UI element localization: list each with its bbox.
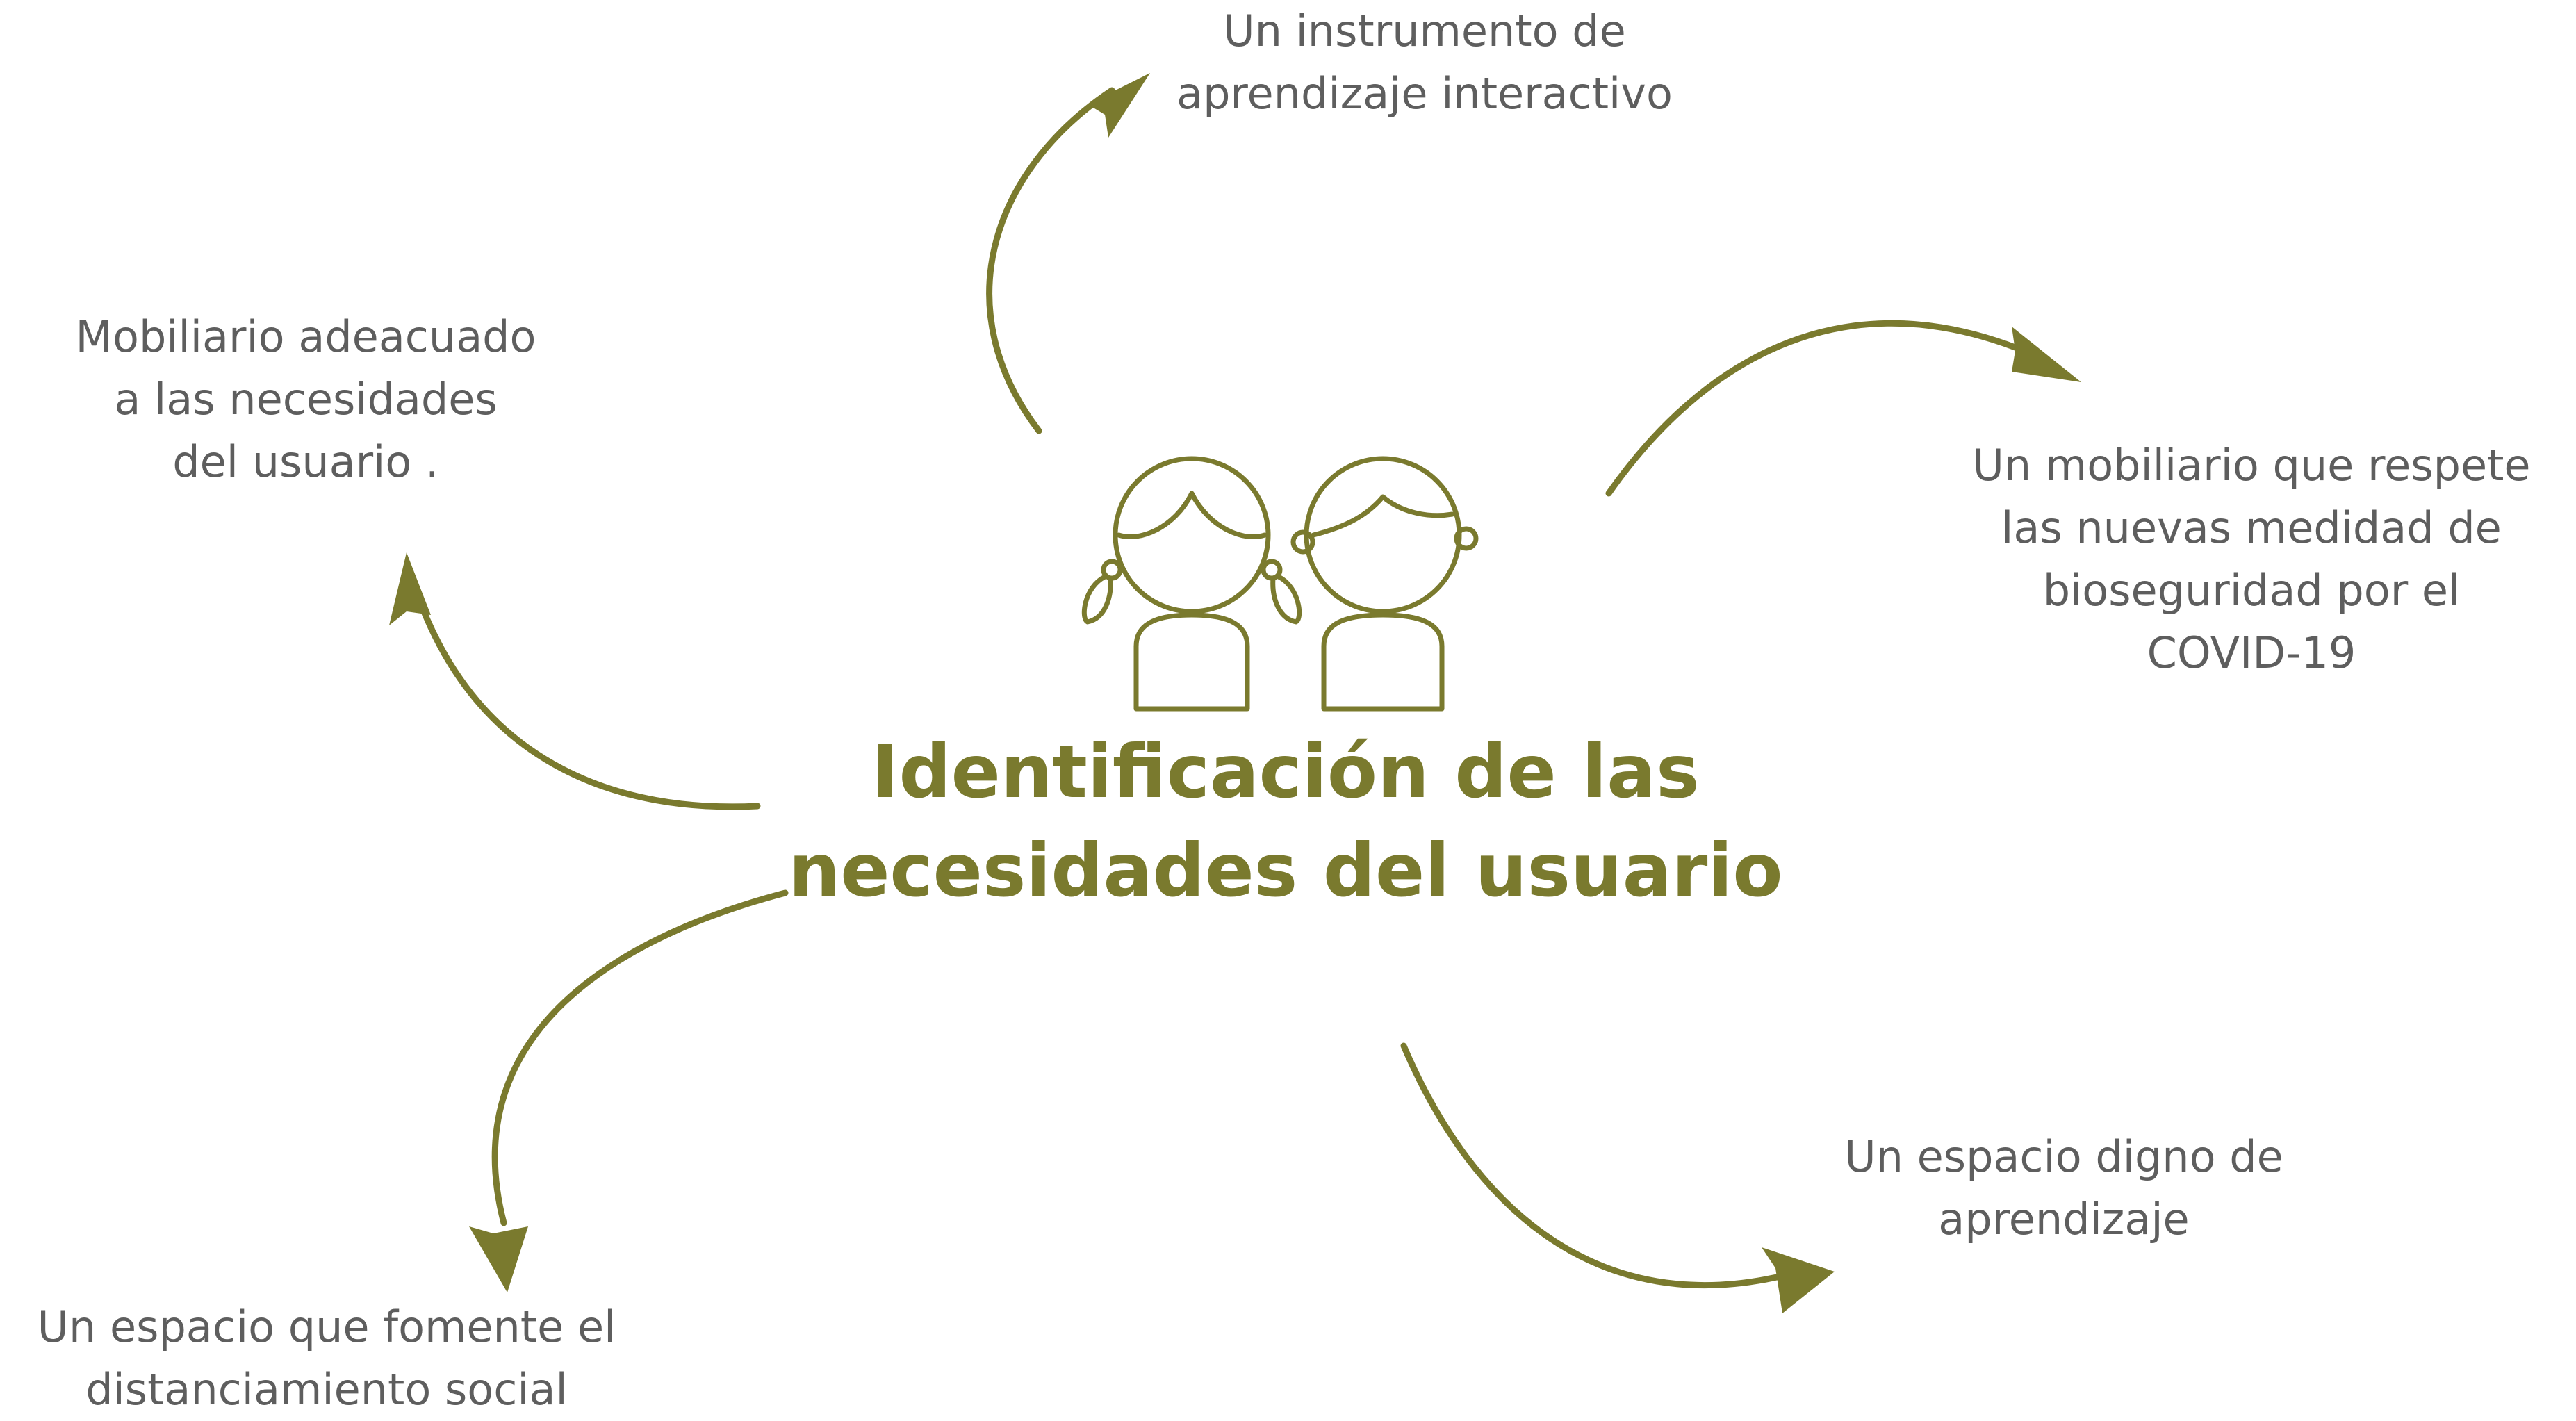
- node-text-line: aprendizaje: [1938, 1194, 2190, 1245]
- node-text-line: Un espacio digno de: [1844, 1131, 2283, 1182]
- node-bottom-right-label: Un espacio digno de aprendizaje: [1779, 1126, 2349, 1251]
- arrowhead-top: [1088, 73, 1150, 138]
- node-text-line: Un espacio que fomente el: [37, 1301, 616, 1352]
- node-text-line: del usuario .: [172, 436, 439, 487]
- boy-icon: [1290, 456, 1479, 712]
- node-text-line: bioseguridad por el: [2042, 565, 2461, 616]
- node-text-line: Mobiliario adeacuado: [75, 311, 536, 362]
- node-text-line: Un mobiliario que respete: [1972, 440, 2531, 491]
- node-left-label: Mobiliario adeacuado a las necesidades d…: [21, 306, 591, 493]
- center-title: Identificación de las necesidades del us…: [695, 723, 1876, 920]
- node-text-line: Un instrumento de: [1223, 6, 1626, 56]
- node-text-line: las nuevas medidad de: [2001, 502, 2502, 553]
- node-text-line: aprendizaje interactivo: [1176, 68, 1673, 119]
- node-text-line: COVID-19: [2147, 627, 2356, 678]
- node-top-label: Un instrumento de aprendizaje interactiv…: [1084, 0, 1765, 125]
- center-title-line: necesidades del usuario: [788, 828, 1783, 913]
- arrowhead-right: [2012, 327, 2081, 382]
- center-title-line: Identificación de las: [871, 730, 1700, 814]
- arrow-to-right: [1605, 320, 2036, 497]
- arrow-to-bottom-left: [491, 889, 789, 1226]
- node-text-line: distanciamiento social: [85, 1364, 568, 1415]
- arrowhead-bottom-left: [469, 1226, 528, 1292]
- arrow-to-top: [986, 87, 1115, 434]
- girl-icon: [1081, 456, 1302, 712]
- arrowhead-bottom-right: [1762, 1247, 1835, 1313]
- node-bottom-left-label: Un espacio que fomente el distanciamient…: [7, 1296, 646, 1421]
- children-icon: [1081, 456, 1479, 712]
- node-text-line: a las necesidades: [114, 374, 498, 425]
- arrowhead-left: [389, 552, 431, 625]
- arrow-to-bottom-right: [1400, 1042, 1789, 1289]
- node-right-label: Un mobiliario que respete las nuevas med…: [1932, 434, 2571, 684]
- arrow-to-left: [420, 608, 761, 810]
